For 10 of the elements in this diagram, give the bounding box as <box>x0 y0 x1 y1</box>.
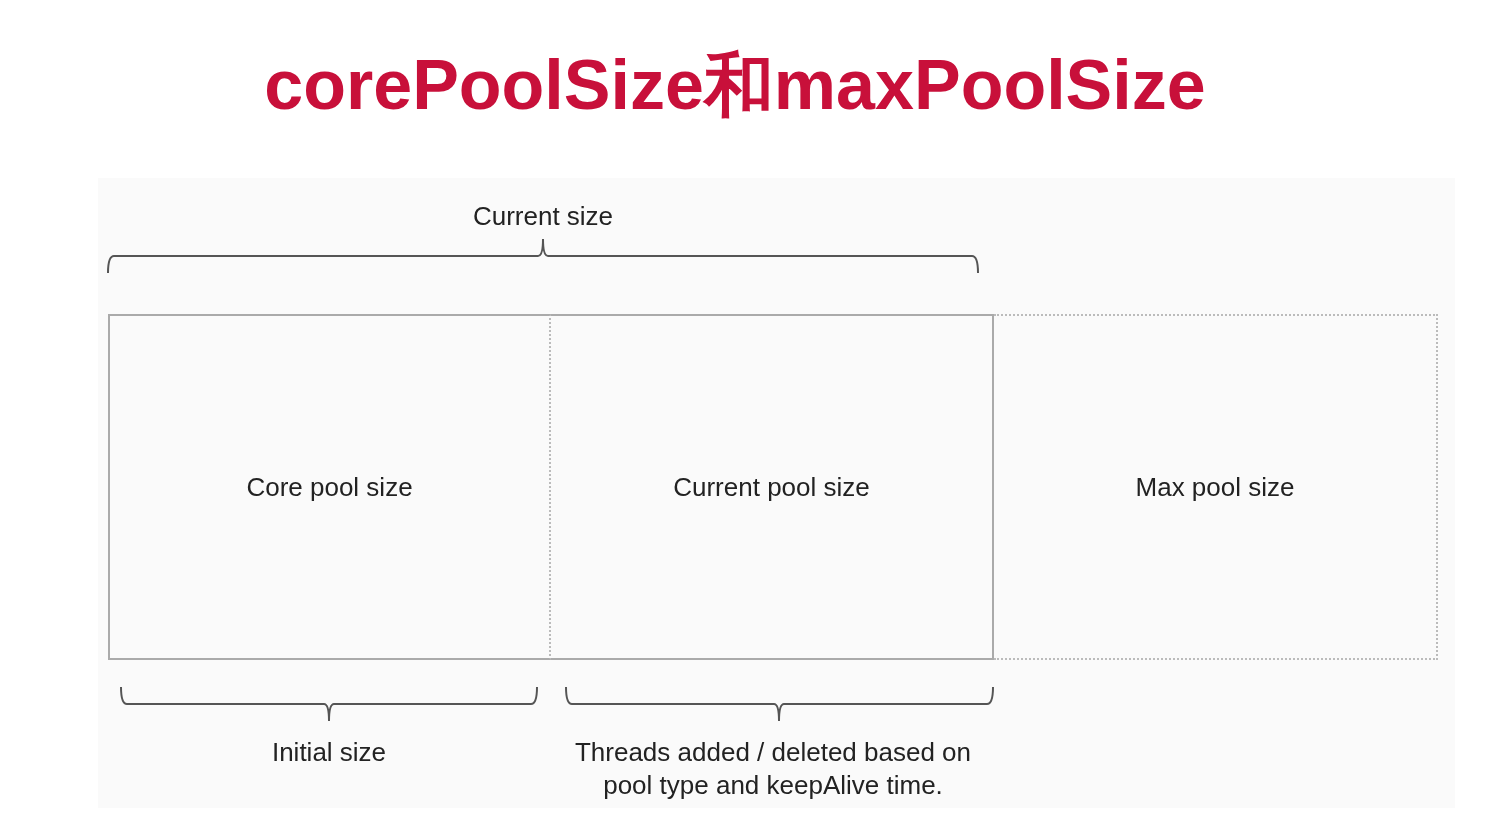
dimension-label: Threads added / deleted based on pool type and keepAlive time. <box>573 736 973 802</box>
box-label: Core pool size <box>246 470 413 504</box>
pool-box <box>994 314 1438 660</box>
pool-box <box>551 314 994 660</box>
title: corePoolSize和maxPoolSize <box>263 45 1207 126</box>
dimension-label: Current size <box>471 200 615 233</box>
box-label: Current pool size <box>673 470 870 504</box>
box-label: Max pool size <box>1135 470 1295 504</box>
pool-box <box>108 314 551 660</box>
dimension-label: Initial size <box>270 736 388 769</box>
